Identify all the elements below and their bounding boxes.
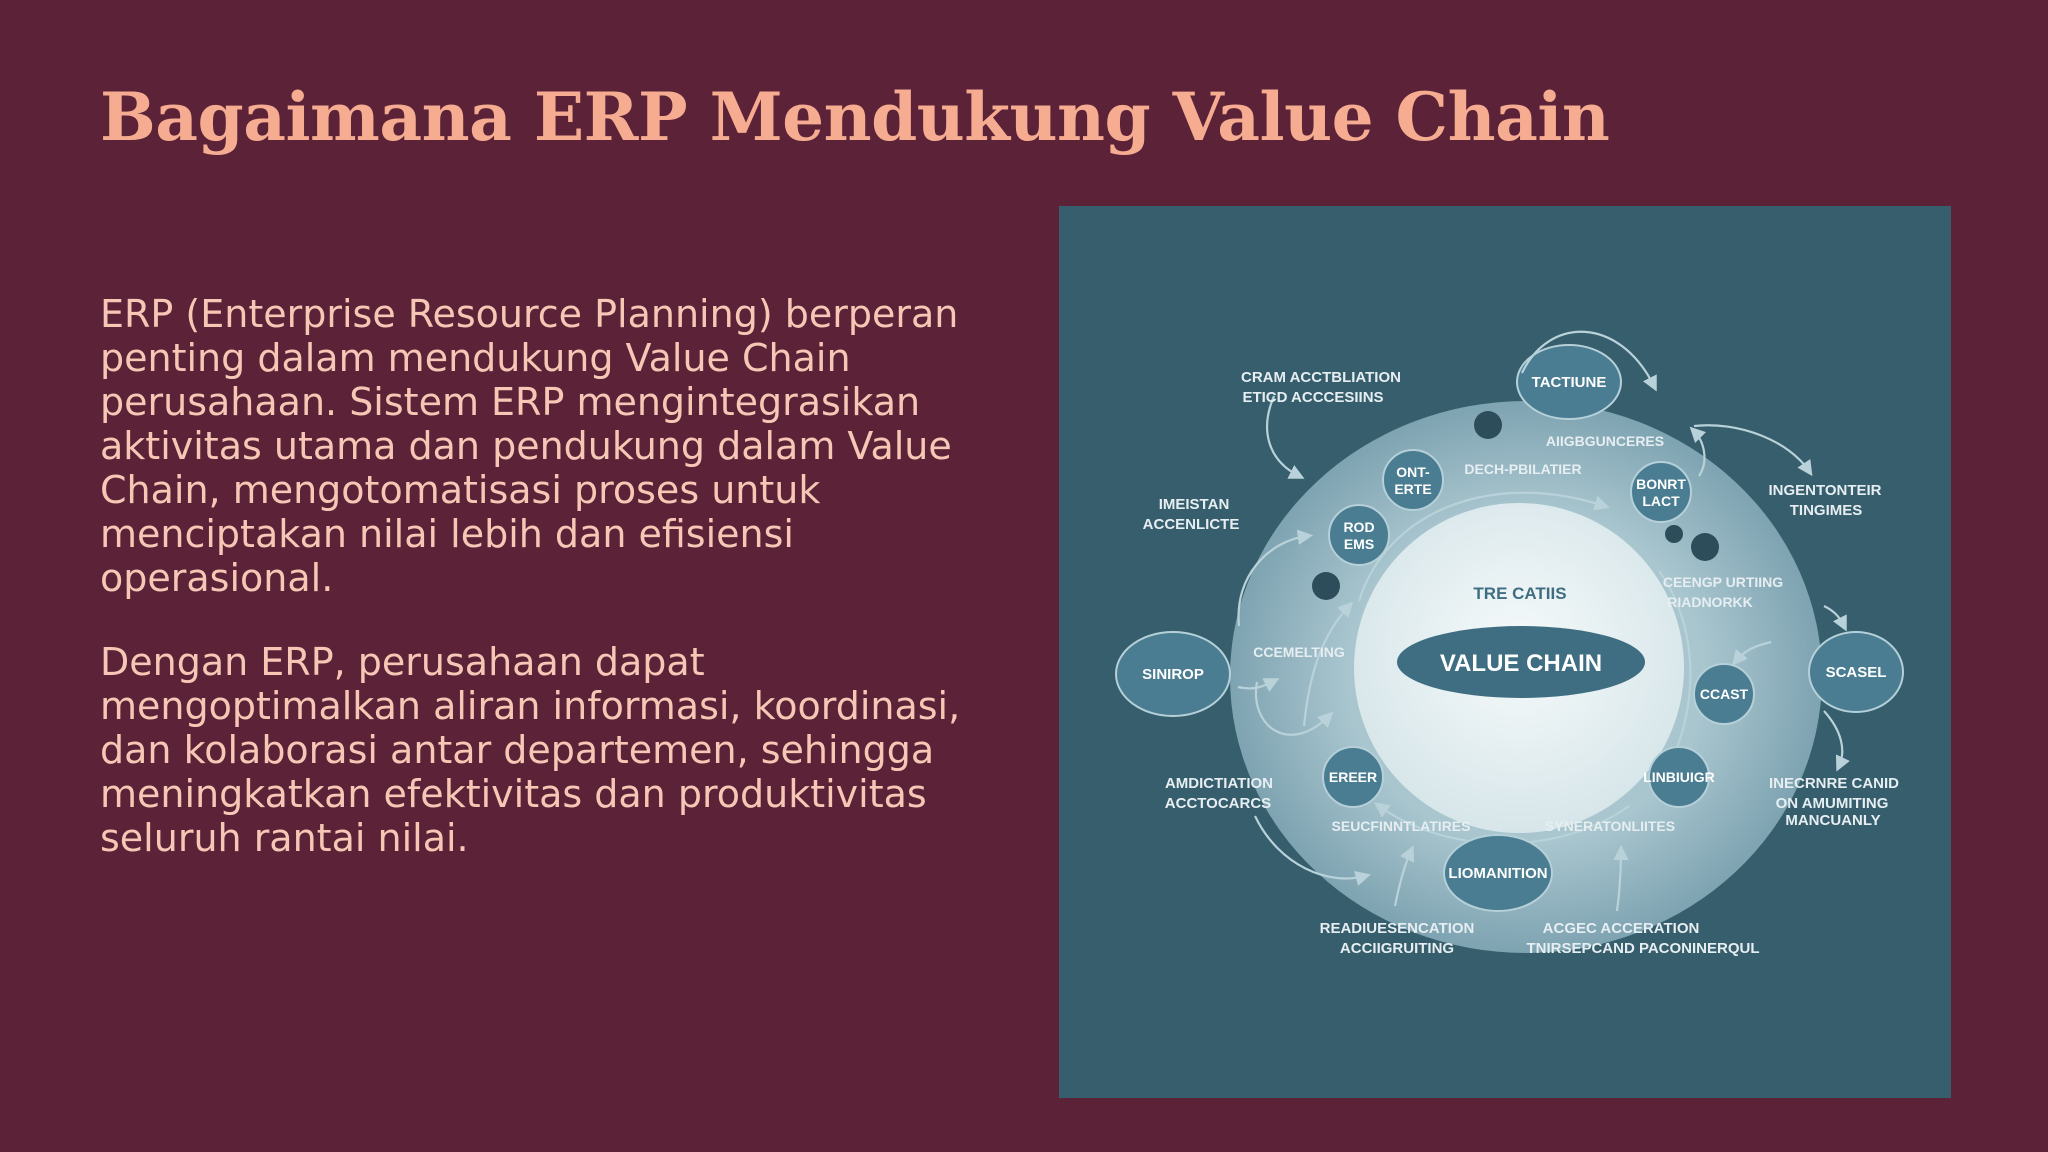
label-ceengp-1: CEENGP URTIING — [1663, 574, 1783, 590]
value-chain-svg: TRE CATIIS VALUE CHAIN TACTIUNE ONT- ERT… — [1115, 330, 1904, 957]
label-inecrnre-3: MANCUANLY — [1785, 812, 1880, 829]
label-readiue-2: ACCIIGRUITING — [1340, 940, 1454, 957]
node-scasel: SCASEL — [1808, 631, 1904, 713]
arrow-top-left-2 — [1266, 395, 1305, 479]
node-bonrt-lact: BONRT LACT — [1630, 461, 1692, 523]
value-chain-pill — [1397, 626, 1645, 698]
node-rod-ems: ROD EMS — [1328, 504, 1390, 566]
dot-1 — [1474, 411, 1502, 439]
label-acgec-2: TNIRSEPCAND PACONINERQUL — [1526, 940, 1759, 957]
node-ccast: CCAST — [1693, 663, 1755, 725]
label-ceengp-2: RIADNORKK — [1667, 594, 1753, 610]
label-cram-2: ETICD ACCCESIINS — [1242, 389, 1383, 406]
label-seucf: SEUCFINNTLATIRES — [1332, 818, 1471, 834]
arrow-right-2 — [1732, 640, 1772, 666]
arrow-left-up — [1237, 529, 1314, 627]
label-imeistan-1: IMEISTAN — [1159, 496, 1230, 513]
label-ingento-1: INGENTONTEIR — [1768, 482, 1881, 499]
svg-text:LINBIUIGR: LINBIUIGR — [1643, 769, 1715, 785]
arrow-right-down — [1823, 710, 1850, 772]
slide-title: Bagaimana ERP Mendukung Value Chain — [100, 78, 1610, 156]
arrow-top-left — [1521, 330, 1657, 392]
paragraph-erp-role: ERP (Enterprise Resource Planning) berpe… — [100, 292, 959, 600]
arrow-left — [1237, 678, 1280, 693]
svg-text:EMS: EMS — [1344, 536, 1374, 552]
svg-text:CCAST: CCAST — [1700, 686, 1749, 702]
label-synerat: SYNERATONLIITES — [1545, 818, 1675, 834]
label-inecrnre-1: INECRNRE CANID — [1769, 775, 1899, 792]
node-ereer: EREER — [1322, 746, 1384, 808]
svg-text:EREER: EREER — [1329, 769, 1377, 785]
node-siniop: SINIROP — [1115, 631, 1231, 717]
label-amdictiation-1: AMDICTIATION — [1165, 775, 1273, 792]
paragraph-erp-benefits: Dengan ERP, perusahaan dapat mengoptimal… — [100, 640, 961, 860]
label-ingento-2: TINGIMES — [1790, 502, 1863, 519]
label-cram-1: CRAM ACCTBLIATION — [1241, 369, 1401, 386]
label-acgec-1: ACGEC ACCERATION — [1543, 920, 1700, 937]
node-liomanition: LIOMANITION — [1443, 834, 1553, 912]
svg-text:SCASEL: SCASEL — [1826, 664, 1887, 681]
svg-text:ERTE: ERTE — [1394, 481, 1431, 497]
svg-text:LACT: LACT — [1642, 493, 1680, 509]
arrow-right — [1823, 605, 1847, 632]
label-amdictiation-2: ACCTOCARCS — [1165, 795, 1271, 812]
dot-4 — [1665, 525, 1683, 543]
arrow-left-loop — [1254, 681, 1334, 736]
svg-text:TACTIUNE: TACTIUNE — [1532, 374, 1607, 391]
value-chain-diagram: TRE CATIIS VALUE CHAIN TACTIUNE ONT- ERT… — [1059, 206, 1951, 1098]
inner-arrow-right — [1658, 570, 1692, 772]
svg-text:ONT-: ONT- — [1396, 464, 1430, 480]
inner-arrow-top — [1357, 491, 1610, 602]
svg-text:ROD: ROD — [1343, 519, 1374, 535]
label-imeistan-2: ACCENLICTE — [1143, 516, 1240, 533]
node-tactiune: TACTIUNE — [1516, 344, 1622, 420]
inner-arrow-left — [1302, 601, 1354, 727]
node-ont-erte: ONT- ERTE — [1382, 449, 1444, 511]
arrow-bottom-left — [1254, 815, 1371, 886]
svg-text:BONRT: BONRT — [1636, 476, 1686, 492]
body-text: ERP (Enterprise Resource Planning) berpe… — [100, 292, 980, 900]
label-readiue-1: READIUESENCATION — [1320, 920, 1475, 937]
label-dech: DECH-PBILATIER — [1464, 461, 1581, 477]
arrow-bottom-right — [1613, 844, 1629, 912]
dot-2 — [1312, 572, 1340, 600]
arrow-top-right — [1693, 424, 1813, 477]
center-main-label: VALUE CHAIN — [1440, 650, 1602, 677]
arrow-top-right-2 — [1689, 426, 1706, 477]
svg-text:SINIROP: SINIROP — [1142, 666, 1204, 683]
svg-text:LIOMANITION: LIOMANITION — [1448, 865, 1547, 882]
label-aiigb: AIIGBGUNCERES — [1546, 433, 1664, 449]
dot-3 — [1691, 533, 1719, 561]
center-small-label: TRE CATIIS — [1473, 584, 1566, 603]
node-linbiuigr: LINBIUIGR — [1643, 746, 1715, 808]
arrow-bottom-center — [1393, 845, 1415, 907]
label-ceemelting: CCEMELTING — [1253, 644, 1345, 660]
label-inecrnre-2: ON AMUMITING — [1776, 795, 1889, 812]
